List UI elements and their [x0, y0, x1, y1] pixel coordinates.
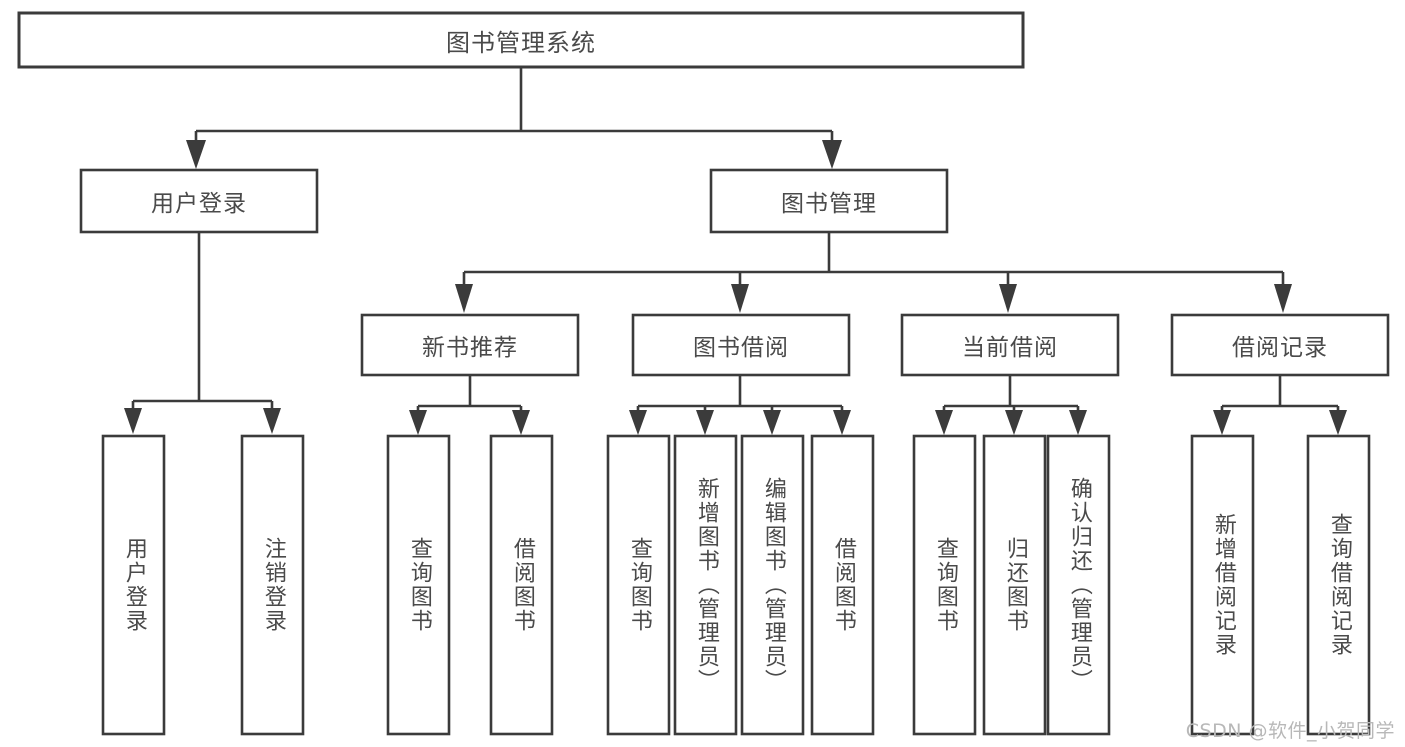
node-new-book-rec-box[interactable]	[360, 313, 580, 377]
leaf-box-bb-add-book[interactable]	[673, 434, 738, 736]
leaf-box-bb-borrow-book[interactable]	[810, 434, 875, 736]
leaf-box-nbr-query-book[interactable]	[386, 434, 451, 736]
arrow-head-bb-leaf-4	[833, 410, 851, 435]
arrow-head-borrow-record	[1274, 284, 1292, 313]
arrow-head-cb-leaf-1	[935, 410, 953, 435]
leaf-box-cb-return-book[interactable]	[982, 434, 1047, 736]
leaf-box-logout[interactable]	[240, 434, 305, 736]
leaf-box-bb-edit-book[interactable]	[740, 434, 805, 736]
leaf-box-user-login[interactable]	[101, 434, 166, 736]
node-book-borrow-box[interactable]	[631, 313, 851, 377]
arrow-head-cb-leaf-3	[1069, 410, 1087, 435]
arrow-head-user-login	[186, 140, 206, 169]
arrow-head-leaf-logout	[263, 408, 281, 434]
arrow-head-br-leaf-1	[1213, 410, 1231, 435]
arrow-head-leaf-user-login	[124, 408, 142, 434]
arrow-head-br-leaf-2	[1329, 410, 1347, 435]
arrow-head-new-book-rec	[455, 284, 473, 313]
node-book-manage-box[interactable]	[709, 168, 949, 234]
leaf-box-nbr-borrow-book[interactable]	[489, 434, 554, 736]
node-user-login-box[interactable]	[79, 168, 319, 234]
leaf-box-cb-query-book[interactable]	[912, 434, 977, 736]
arrow-head-bb-leaf-1	[629, 410, 647, 435]
arrow-head-current-borrow	[999, 284, 1017, 313]
node-borrow-record-box[interactable]	[1170, 313, 1390, 377]
leaf-box-bb-query-book[interactable]	[606, 434, 671, 736]
node-root-box[interactable]	[17, 11, 1025, 69]
csdn-watermark: CSDN @软件_小贺同学	[1185, 720, 1395, 742]
arrow-head-nbr-leaf-1	[409, 410, 427, 435]
leaf-box-cb-confirm-return[interactable]	[1046, 434, 1111, 736]
arrow-head-book-borrow	[731, 284, 749, 313]
leaf-box-br-add-record[interactable]	[1190, 434, 1255, 736]
arrow-head-nbr-leaf-2	[512, 410, 530, 435]
arrow-head-bb-leaf-2	[696, 410, 714, 435]
node-current-borrow-box[interactable]	[900, 313, 1120, 377]
leaf-box-br-query-record[interactable]	[1306, 434, 1371, 736]
arrow-head-bb-leaf-3	[763, 410, 781, 435]
arrow-head-book-manage	[822, 140, 842, 169]
arrow-head-cb-leaf-2	[1005, 410, 1023, 435]
